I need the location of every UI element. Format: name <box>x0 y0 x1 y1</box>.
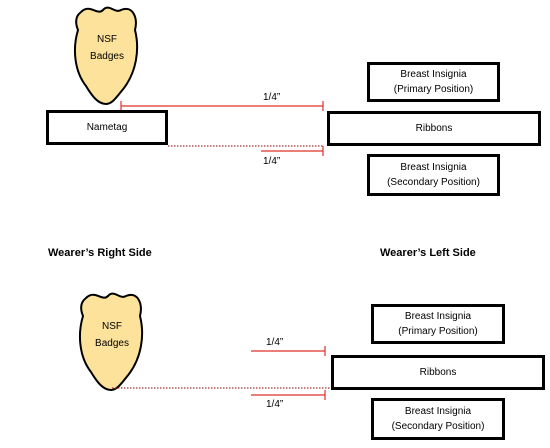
badge-label-bottom: NSF Badges <box>82 320 142 351</box>
primary-bottom-line2: (Primary Position) <box>398 326 478 337</box>
badge-label-bottom-line2: Badges <box>95 338 129 349</box>
measure-line-top-lower <box>261 146 324 156</box>
primary-bottom-line1: Breast Insignia <box>404 311 472 322</box>
nsf-badge-shape-bottom <box>78 292 144 392</box>
nsf-badge-shape-top <box>73 6 139 106</box>
badge-label-top-line2: Badges <box>90 51 124 62</box>
ribbons-box-top: Ribbons <box>327 111 541 146</box>
spacing-label-bottom-lower: 1/4” <box>266 399 284 410</box>
primary-top-line1: Breast Insignia <box>400 69 467 80</box>
breast-insignia-primary-bottom: Breast Insignia (Primary Position) <box>371 304 505 344</box>
breast-insignia-secondary-bottom: Breast Insignia (Secondary Position) <box>371 398 505 440</box>
measure-line-bottom-lower <box>251 390 326 400</box>
spacing-label-bottom-upper: 1/4” <box>266 337 284 348</box>
primary-top-line2: (Primary Position) <box>393 84 474 95</box>
wearer-left-side-label: Wearer’s Left Side <box>380 247 476 259</box>
ribbons-top-label: Ribbons <box>415 123 453 134</box>
ribbons-bottom-label: Ribbons <box>419 367 457 378</box>
badge-label-top-line1: NSF <box>97 34 117 45</box>
badge-label-bottom-line1: NSF <box>102 321 122 332</box>
measure-line-bottom-upper <box>251 346 326 356</box>
wearer-right-side-label: Wearer’s Right Side <box>48 247 152 259</box>
secondary-bottom-line1: Breast Insignia <box>404 406 472 417</box>
badge-label-top: NSF Badges <box>77 33 137 64</box>
ribbons-box-bottom: Ribbons <box>331 355 545 390</box>
breast-insignia-secondary-top: Breast Insignia (Secondary Position) <box>367 154 500 196</box>
spacing-label-top-lower: 1/4” <box>263 156 281 167</box>
secondary-bottom-line2: (Secondary Position) <box>391 421 485 432</box>
spacing-label-top-upper: 1/4” <box>263 92 281 103</box>
nametag-box: Nametag <box>46 110 168 145</box>
nametag-label: Nametag <box>86 122 128 133</box>
secondary-top-line1: Breast Insignia <box>400 162 467 173</box>
secondary-top-line2: (Secondary Position) <box>387 177 480 188</box>
breast-insignia-primary-top: Breast Insignia (Primary Position) <box>367 62 500 102</box>
measure-line-top-upper <box>120 101 324 111</box>
